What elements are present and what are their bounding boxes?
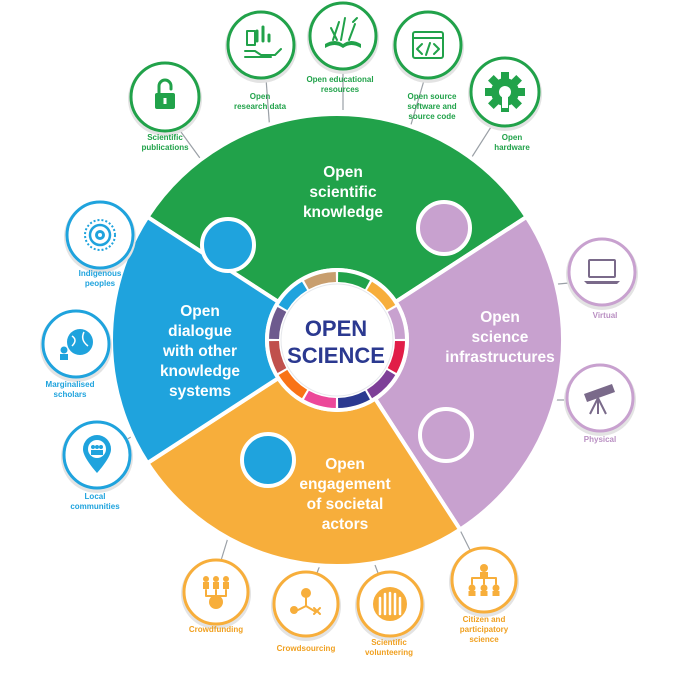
- ring-segment-9: [269, 307, 287, 339]
- ring-segment-7: [278, 369, 308, 399]
- item-label-open-hardware: Open hardware: [494, 133, 530, 152]
- bubble-ring: [393, 10, 463, 80]
- segment-label-dialogue: Open dialogue with other knowledge syste…: [159, 303, 241, 400]
- puzzle-knob-3: [240, 432, 296, 488]
- telescope-icon: [584, 384, 615, 415]
- bubble-knowledge-4: [468, 56, 542, 131]
- item-label-citizen-science: Citizen and participatory science: [459, 615, 509, 644]
- ring-segment-6: [304, 390, 336, 408]
- bubble-ring: [565, 363, 635, 433]
- bubble-ring: [308, 1, 378, 71]
- item-label-local-communities: Local communities: [70, 492, 120, 511]
- item-label-physical: Physical: [583, 435, 617, 444]
- item-label-marginalised-scholars: Marginalised scholars: [45, 380, 95, 399]
- ring-segment-5: [338, 390, 370, 408]
- people-globe-icon: [59, 329, 93, 360]
- center-title-line1: OPEN: [304, 316, 368, 341]
- code-window-icon: [412, 31, 444, 59]
- item-label-open-research-data: Open research data: [233, 92, 287, 111]
- item-label-crowdfunding: Crowdfunding: [188, 625, 244, 634]
- item-label-scientific-volunteering: Scientific volunteering: [364, 638, 413, 657]
- bubble-engagement-2: [355, 570, 425, 641]
- laptop-icon: [584, 259, 620, 284]
- bubble-engagement-0: [181, 558, 251, 629]
- data-chart-hand-icon: [244, 25, 282, 58]
- item-label-crowdsourcing: Crowdsourcing: [276, 644, 336, 653]
- open-book-icon: [325, 17, 361, 48]
- ring-segment-2: [387, 307, 405, 339]
- bubble-knowledge-3: [392, 10, 464, 83]
- segment-label-knowledge: Open scientific knowledge: [302, 164, 384, 221]
- bubble-knowledge-0: [128, 61, 202, 136]
- item-label-indigenous-peoples: Indigenous peoples: [78, 269, 122, 288]
- item-label-open-source-software: Open source software and source code: [407, 92, 457, 121]
- center-title-line2: SCIENCE: [287, 343, 385, 368]
- icon-bubbles: [40, 1, 638, 641]
- bubble-infrastructures-1: [564, 363, 636, 436]
- segment-label-engagement: Open engagement of societal actors: [299, 456, 391, 533]
- indigenous-pattern-icon: [84, 219, 116, 251]
- ring-segment-0: [338, 272, 370, 290]
- unlocked-padlock-icon: [155, 78, 175, 109]
- ring-segment-8: [269, 341, 287, 373]
- ring-segment-10: [278, 281, 308, 311]
- crowdsourcing-icon: [290, 588, 321, 615]
- bubble-dialogue-2: [61, 420, 133, 493]
- ring-segment-11: [304, 272, 336, 290]
- bubble-ring: [226, 10, 296, 80]
- bubble-dialogue-0: [64, 200, 136, 273]
- bubble-ring: [567, 237, 637, 307]
- bubble-infrastructures-0: [566, 237, 638, 310]
- item-label-open-educational-resources: Open educational resources: [306, 75, 374, 94]
- center-disc: [280, 283, 394, 397]
- bubble-knowledge-2: [307, 1, 379, 74]
- raised-hands-icon: [373, 587, 407, 621]
- segment-label-infrastructures: Open science infrastructures: [445, 309, 555, 366]
- people-network-icon: [468, 564, 500, 596]
- bubble-engagement-3: [449, 546, 519, 617]
- puzzle-knob-2: [418, 407, 474, 463]
- puzzle-knob-1: [416, 200, 472, 256]
- ring-segment-4: [366, 369, 396, 399]
- color-ring: [269, 272, 405, 408]
- location-pin-people-icon: [83, 435, 111, 473]
- item-label-scientific-publications: Scientific publications: [141, 133, 189, 152]
- crowdfunding-icon: [203, 576, 229, 609]
- ring-segment-1: [366, 281, 396, 311]
- gear-icon: [485, 72, 525, 112]
- bubble-knowledge-1: [225, 10, 297, 83]
- ring-segment-3: [387, 341, 405, 373]
- bubble-engagement-1: [271, 570, 341, 641]
- item-label-virtual: Virtual: [592, 311, 618, 320]
- bubble-dialogue-1: [40, 309, 112, 382]
- puzzle-knob-0: [200, 217, 256, 273]
